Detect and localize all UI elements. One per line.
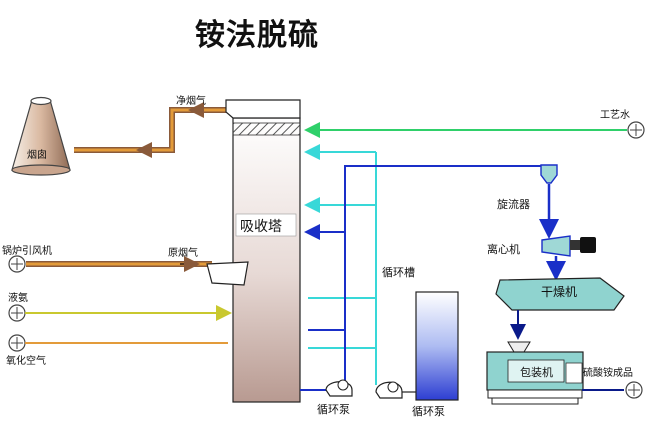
packer: 包装机 [486,341,584,405]
dryer-label: 干燥机 [541,285,577,299]
boiler-fan: 锅炉引风机 [2,244,52,273]
product-line: 硫酸铵成品 [582,366,643,399]
circulation-tank [415,291,459,401]
circulation-pump-1: 循环泵 [317,379,353,416]
chimney: 烟囱 [11,96,71,176]
clean-flue-gas-label: 净烟气 [176,94,206,107]
boiler-fan-label: 锅炉引风机 [2,244,52,257]
clean-flue-gas-pipe: 净烟气 [74,94,226,158]
raw-flue-gas-inlet: 原烟气 [26,246,249,286]
diagram-title: 铵法脱硫 [195,18,319,53]
centrifuge-label: 离心机 [487,242,520,256]
process-water-line: 工艺水 [304,109,645,139]
liquid-ammonia-line: 液氨 [8,291,232,322]
circulation-tank-label: 循环槽 [382,266,415,279]
packer-label: 包装机 [520,365,553,379]
raw-flue-gas-label: 原烟气 [168,246,198,259]
circulation-pump-2-label: 循环泵 [412,405,445,418]
dryer: 干燥机 [495,277,625,340]
chimney-label: 烟囱 [27,148,47,161]
centrifuge: 离心机 [487,235,596,281]
circulation-pump-2: 循环泵 [375,381,445,418]
process-water-label: 工艺水 [600,109,630,121]
absorber-tower: 吸收塔 [225,99,301,403]
oxidation-air-line: 氧化空气 [6,334,228,367]
cyclone-label: 旋流器 [497,197,530,211]
ammonium-sulfate-product-label: 硫酸铵成品 [583,366,633,379]
cyclone: 旋流器 [497,164,559,239]
cyan-circulation-lines [304,144,377,385]
absorber-tower-label: 吸收塔 [240,219,282,235]
liquid-ammonia-label: 液氨 [8,291,28,304]
circulation-pump-1-label: 循环泵 [317,403,350,416]
oxidation-air-label: 氧化空气 [6,354,46,367]
